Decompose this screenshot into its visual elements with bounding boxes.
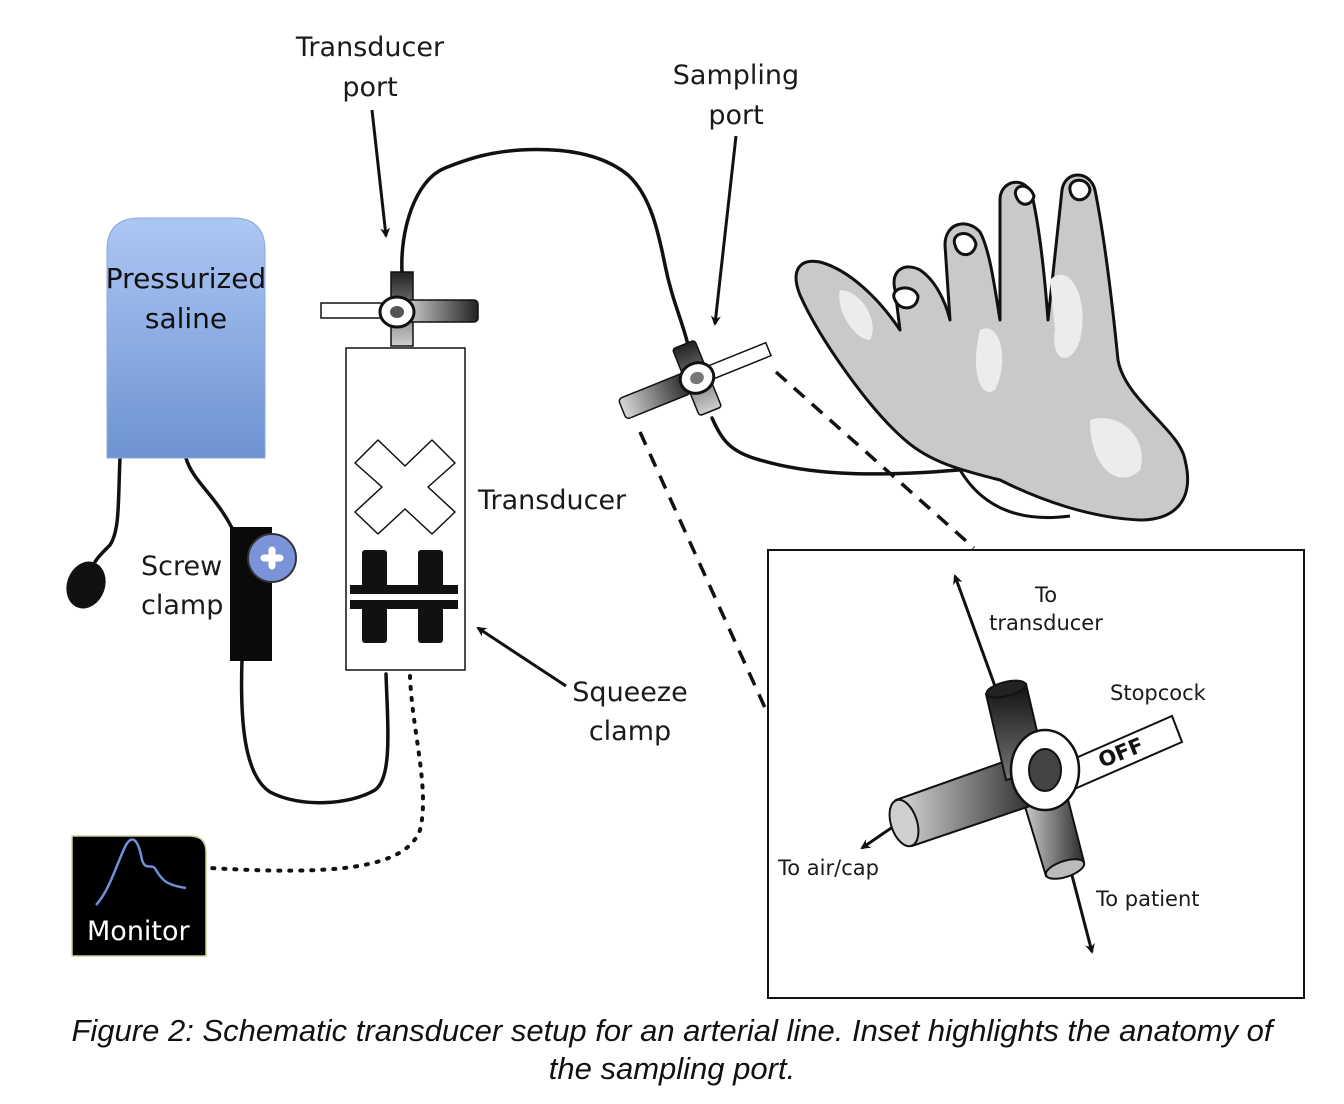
- hand-illustration: [794, 173, 1190, 522]
- transducer-port-label-line1: Transducer: [295, 32, 445, 63]
- to-patient-label: To patient: [1095, 887, 1200, 911]
- caption-line2: the sampling port.: [548, 1051, 796, 1086]
- squeeze-clamp-icon: [350, 550, 458, 643]
- monitor-cable: [208, 674, 425, 873]
- saline-label-line2: saline: [145, 302, 227, 335]
- monitor-label: Monitor: [87, 916, 191, 947]
- inset-callout-lines: [638, 370, 976, 711]
- transducer-port-label-line2: port: [342, 72, 397, 103]
- screw-clamp-label-line1: Screw: [141, 551, 222, 582]
- caption-line1: Figure 2: Schematic transducer setup for…: [71, 1013, 1273, 1048]
- to-transducer-label-line2: transducer: [989, 611, 1103, 635]
- tubing: [90, 147, 982, 805]
- saline-label-line1: Pressurized: [106, 262, 266, 295]
- stopcock-label: Stopcock: [1110, 681, 1207, 705]
- sampling-port-label-line2: port: [708, 100, 763, 131]
- squeeze-clamp-label-line1: Squeeze: [572, 677, 687, 708]
- screw-clamp-label-line2: clamp: [141, 590, 223, 621]
- transducer-port-stopcock: [320, 271, 479, 347]
- screw-clamp: [230, 527, 297, 661]
- arterial-line-diagram: Pressurized saline Screw clamp: [66, 32, 1305, 999]
- transducer-box: [345, 347, 466, 671]
- to-transducer-label-line1: To: [1034, 583, 1057, 607]
- transducer-label: Transducer: [477, 485, 627, 516]
- pointer-arrows: [370, 109, 738, 688]
- sampling-port-stopcock: [618, 340, 772, 420]
- sampling-port-label-line1: Sampling: [673, 60, 799, 91]
- stopcock-inset: OFF To transducer Stopcock To air/cap To…: [767, 549, 1305, 999]
- to-air-cap-label: To air/cap: [777, 856, 879, 880]
- pressurized-saline-bag: Pressurized saline: [106, 217, 266, 459]
- figure-caption: Figure 2: Schematic transducer setup for…: [0, 1012, 1344, 1088]
- transducer-x-icon: [354, 439, 456, 535]
- monitor: Monitor: [71, 835, 207, 957]
- squeeze-clamp-label-line2: clamp: [589, 716, 671, 747]
- pressure-bulb: [66, 561, 106, 609]
- waveform-icon: [95, 838, 187, 906]
